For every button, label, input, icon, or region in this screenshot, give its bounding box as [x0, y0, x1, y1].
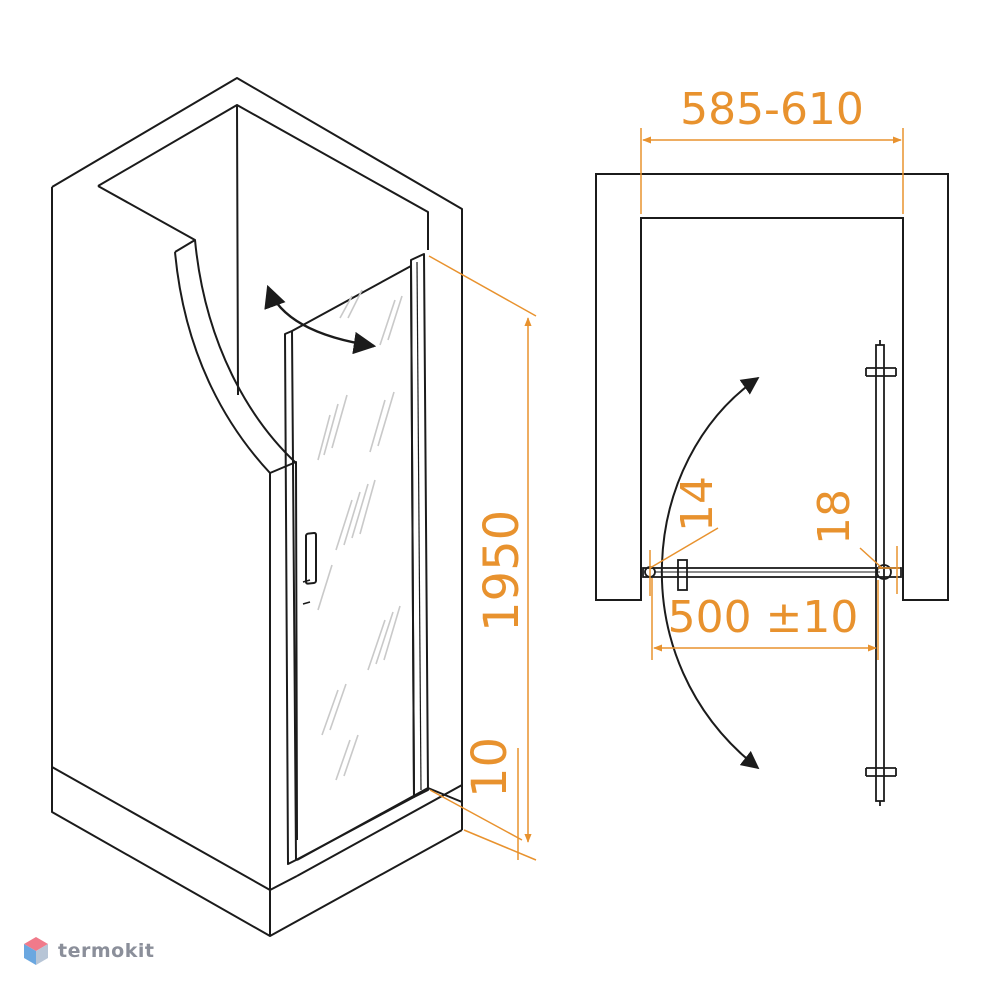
niche-left-wall	[51, 187, 271, 891]
isometric-niche-view	[51, 77, 463, 937]
isometric-door	[284, 253, 429, 865]
door-glass-panel	[291, 265, 415, 861]
bottom-gap-label: 10	[462, 737, 518, 798]
door-right-profile	[410, 253, 429, 798]
door-width-label: 500 ±10	[668, 592, 859, 643]
left-profile-label: 14	[672, 476, 723, 532]
plan-view-walls	[595, 173, 949, 601]
width-range-dimension	[640, 128, 904, 214]
brand-name: termokit	[58, 940, 155, 962]
height-dimension	[428, 255, 537, 861]
door-right-profile-inner	[416, 261, 422, 791]
niche-plinth	[51, 767, 463, 937]
swing-arrow-icon	[264, 284, 377, 355]
plan-open-door-stop-bottom	[865, 767, 897, 806]
plan-open-door-stop-top	[865, 340, 897, 377]
door-left-profile	[284, 330, 297, 865]
niche-curved-wall-inner	[194, 239, 297, 464]
swing-arrow-icon	[660, 376, 760, 770]
plan-door-panel-closed	[642, 567, 902, 578]
door-handle	[305, 531, 317, 585]
isometric-swing-arrow	[264, 284, 377, 355]
profile-dimensions	[649, 527, 900, 596]
termokit-logo-icon	[24, 937, 48, 965]
niche-top-edge	[97, 185, 196, 253]
brand-watermark: termokit	[22, 935, 154, 967]
niche-top-outline	[51, 77, 463, 830]
niche-floor	[296, 784, 463, 877]
plan-handle	[677, 559, 688, 591]
niche-inner-opening	[97, 104, 429, 396]
plan-door	[642, 340, 902, 806]
door-width-dimension	[651, 578, 879, 660]
niche-curved-wall-lip	[269, 461, 298, 841]
plan-outer-wall	[595, 173, 949, 601]
height-label: 1950	[474, 510, 530, 632]
glass-reflection-streaks	[317, 289, 403, 781]
right-profile-label: 18	[809, 489, 860, 545]
width-range-label: 585-610	[680, 84, 864, 135]
door-handle-bracket	[302, 579, 311, 605]
niche-curved-wall-outer	[174, 251, 271, 474]
